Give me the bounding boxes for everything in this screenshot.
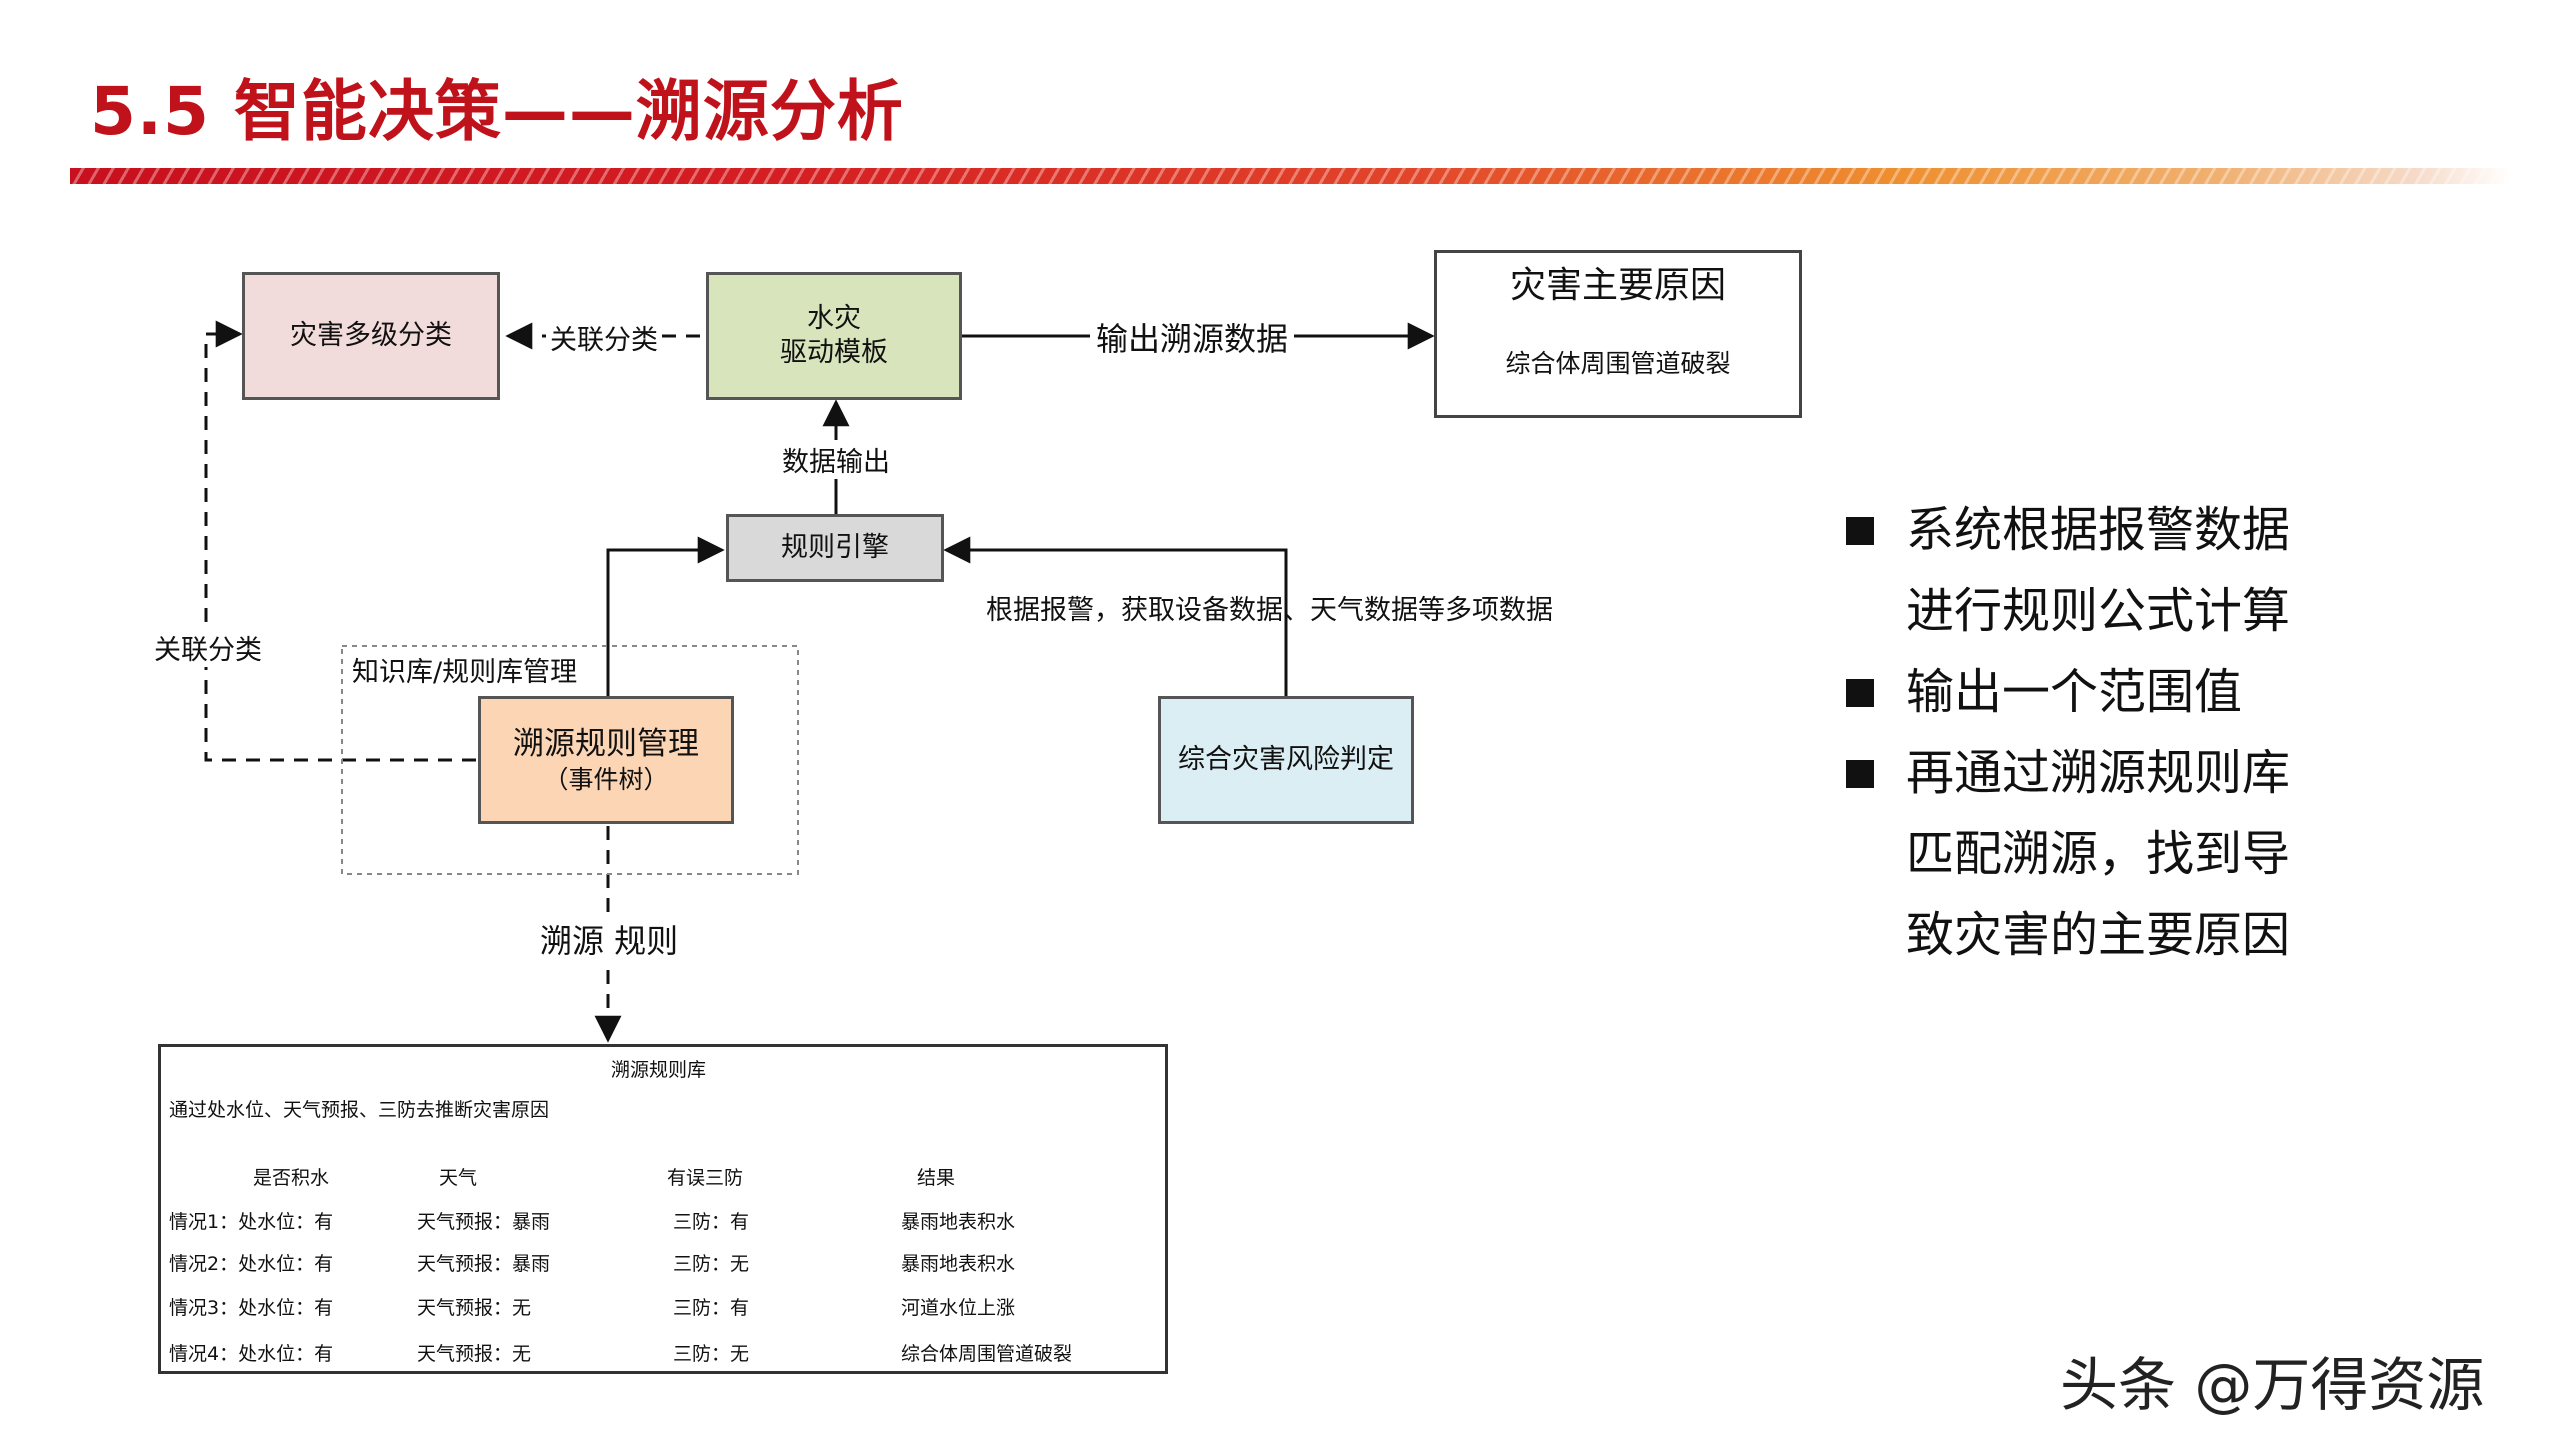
rule-base-cell: 天气预报：无 — [417, 1297, 532, 1319]
edge-trace-to-engine — [606, 536, 725, 698]
edge-trace-to-classification — [204, 320, 476, 762]
rule-base-cell: 情况1：处水位：有 — [169, 1211, 334, 1233]
bullet-item: 再通过溯源规则库 匹配溯源，找到导 致灾害的主要原因 — [1840, 733, 2320, 976]
slide-title: 5.5 智能决策——溯源分析 — [90, 73, 904, 150]
rule-base-cell: 暴雨地表积水 — [901, 1211, 1016, 1233]
bullet-line: 再通过溯源规则库 — [1906, 745, 2291, 801]
bullet-item: 输出一个范围值 — [1840, 652, 2320, 733]
label-related-classification-left: 关联分类 — [150, 628, 266, 667]
square-bullet-icon — [1846, 679, 1874, 707]
rule-base-cell: 三防：无 — [673, 1343, 750, 1365]
rule-base-cell: 天气预报：暴雨 — [417, 1211, 551, 1233]
rule-base-cell: 河道水位上涨 — [901, 1297, 1016, 1319]
rule-base-header: 结果 — [917, 1167, 956, 1189]
title-underline-bar — [70, 168, 2510, 184]
rule-base-cell: 综合体周围管道破裂 — [901, 1343, 1073, 1365]
trace-rule-management-box: 溯源规则管理 （事件树） — [478, 696, 734, 824]
flood-template-box: 水灾 驱动模板 — [706, 272, 962, 400]
trace-rule-management-sub: （事件树） — [543, 764, 669, 794]
square-bullet-icon — [1846, 760, 1874, 788]
trace-rule-management-label: 溯源规则管理 — [513, 726, 699, 762]
rule-base-header: 有误三防 — [667, 1167, 744, 1189]
bullet-line: 匹配溯源，找到导 — [1906, 826, 2291, 882]
flood-template-label-1: 水灾 — [807, 303, 861, 335]
rule-engine-label: 规则引擎 — [781, 532, 889, 564]
rule-base-cell: 三防：有 — [673, 1211, 750, 1233]
watermark-text: 头条 @万得资源 — [2060, 1351, 2485, 1419]
square-bullet-icon — [1846, 517, 1874, 545]
rule-base-cell: 情况2：处水位：有 — [169, 1253, 334, 1275]
rule-base-cell: 天气预报：无 — [417, 1343, 532, 1365]
trace-rule-base-box: 溯源规则库 通过处水位、天气预报、三防去推断灾害原因 是否积水 天气 有误三防 … — [158, 1044, 1168, 1374]
rule-base-cell: 情况3：处水位：有 — [169, 1297, 334, 1319]
disaster-classification-label: 灾害多级分类 — [290, 320, 452, 352]
risk-judgement-box: 综合灾害风险判定 — [1158, 696, 1414, 824]
rule-base-title: 溯源规则库 — [611, 1059, 707, 1081]
risk-judgement-label: 综合灾害风险判定 — [1178, 744, 1394, 776]
main-cause-title: 灾害主要原因 — [1509, 265, 1726, 306]
bullet-line: 输出一个范围值 — [1906, 664, 2243, 720]
label-knowledge-base: 知识库/规则库管理 — [352, 657, 578, 688]
edge-risk-to-engine — [943, 536, 1288, 698]
label-trace-rules: 溯源 规则 — [534, 916, 685, 962]
flood-template-label-2: 驱动模板 — [780, 337, 888, 368]
rule-base-header: 天气 — [439, 1167, 478, 1189]
bullet-item: 系统根据报警数据 进行规则公式计算 — [1840, 490, 2320, 652]
rule-engine-box: 规则引擎 — [726, 514, 944, 582]
rule-base-subtitle: 通过处水位、天气预报、三防去推断灾害原因 — [169, 1099, 550, 1121]
label-related-classification-top: 关联分类 — [546, 318, 662, 357]
knowledge-base-region — [341, 645, 799, 875]
main-cause-value: 综合体周围管道破裂 — [1505, 349, 1731, 378]
rule-base-cell: 三防：无 — [673, 1253, 750, 1275]
bullet-line: 致灾害的主要原因 — [1906, 907, 2291, 963]
rule-base-header: 是否积水 — [253, 1167, 330, 1189]
rule-base-cell: 暴雨地表积水 — [901, 1253, 1016, 1275]
label-data-output: 数据输出 — [778, 440, 894, 479]
bullet-line: 系统根据报警数据 — [1906, 502, 2291, 558]
rule-base-cell: 天气预报：暴雨 — [417, 1253, 551, 1275]
label-alarm-data: 根据报警，获取设备数据、天气数据等多项数据 — [986, 595, 1553, 626]
main-cause-box: 灾害主要原因 综合体周围管道破裂 — [1434, 250, 1802, 418]
label-output-trace-data: 输出溯源数据 — [1090, 314, 1295, 360]
disaster-classification-box: 灾害多级分类 — [242, 272, 500, 400]
bullet-line: 进行规则公式计算 — [1906, 583, 2291, 639]
bullet-list: 系统根据报警数据 进行规则公式计算 输出一个范围值 再通过溯源规则库 匹配溯源，… — [1840, 490, 2320, 976]
rule-base-cell: 三防：有 — [673, 1297, 750, 1319]
rule-base-cell: 情况4：处水位：有 — [169, 1343, 334, 1365]
